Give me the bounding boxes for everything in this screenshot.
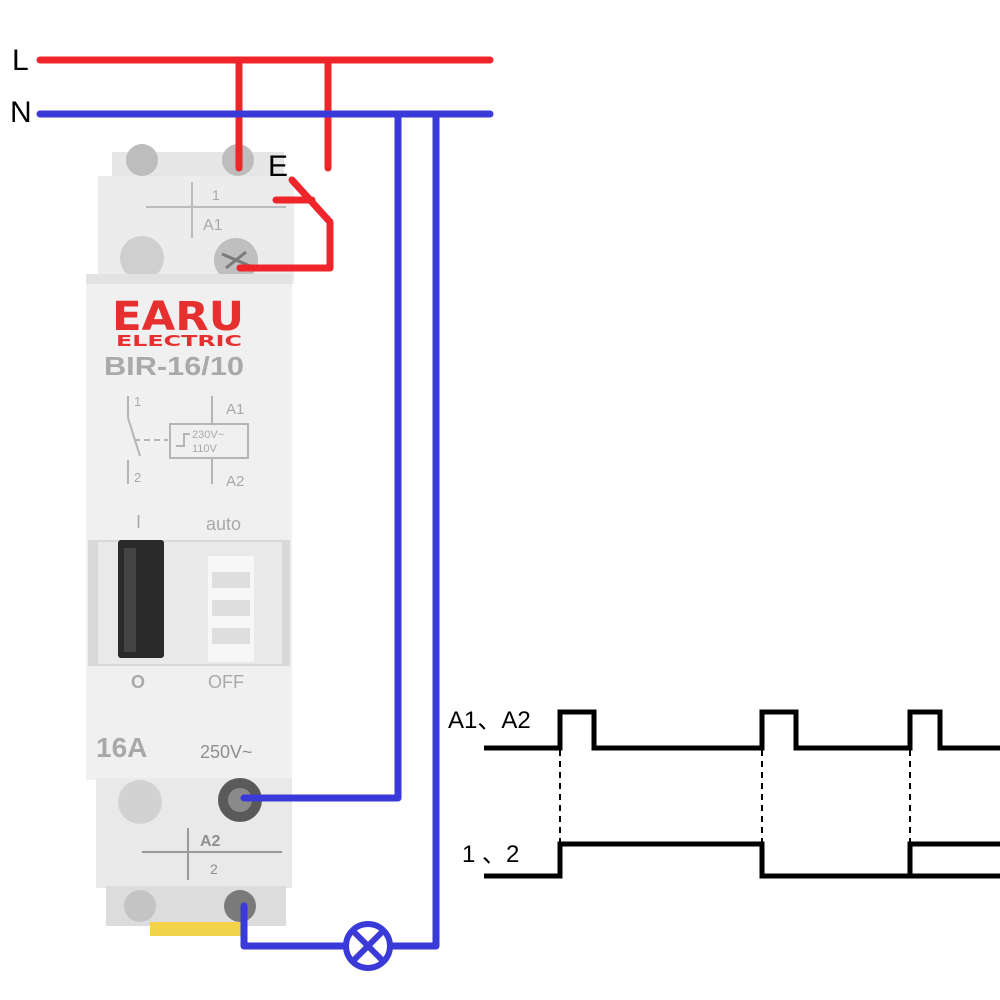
relay-front-panel bbox=[86, 274, 292, 780]
impulse-relay-device: 1 A1 EARU ELECTRIC BIR-16/10 1 2 A1 A2 2… bbox=[86, 144, 294, 936]
line-label: L bbox=[12, 44, 29, 77]
contact-label-2: 2 bbox=[134, 470, 141, 485]
brand-logo: EARU bbox=[112, 294, 244, 340]
bottom-terminal-label-2: 2 bbox=[210, 861, 218, 877]
top-terminal-hole bbox=[126, 144, 158, 176]
mode-label-on: I bbox=[136, 512, 141, 532]
terminal-screw-empty bbox=[120, 236, 164, 280]
input-pulse-waveform bbox=[484, 709, 1000, 751]
terminal-screw-empty bbox=[118, 780, 162, 824]
relay-schematic-symbol bbox=[127, 396, 249, 484]
coil-voltage-dc: 110V bbox=[192, 443, 218, 455]
voltage-rating: 250V~ bbox=[200, 742, 253, 762]
contact-label-1: 1 bbox=[134, 394, 141, 409]
pushbutton-label: E bbox=[268, 150, 288, 183]
neutral-label: N bbox=[10, 96, 32, 129]
mode-label-auto: auto bbox=[206, 514, 241, 534]
mode-label-off: OFF bbox=[208, 672, 244, 692]
brand-subtitle: ELECTRIC bbox=[116, 332, 242, 350]
timing-sync-markers bbox=[559, 750, 911, 842]
lamp-icon bbox=[343, 921, 393, 971]
timing-output-label: 1 、2 bbox=[462, 841, 519, 868]
neutral-wiring bbox=[36, 110, 494, 950]
terminal-2-to-lamp bbox=[240, 902, 350, 950]
top-terminal-label-a1: A1 bbox=[203, 217, 223, 234]
output-state-waveform bbox=[484, 841, 1000, 879]
mode-label-off-symbol: O bbox=[131, 672, 145, 692]
bottom-terminal-label-a2: A2 bbox=[200, 833, 221, 850]
timing-input-label: A1、A2 bbox=[448, 707, 531, 734]
top-terminal-label-1: 1 bbox=[212, 187, 220, 203]
bottom-terminal-hole bbox=[224, 890, 256, 922]
neutral-to-lamp bbox=[386, 110, 440, 950]
model-number: BIR-16/10 bbox=[104, 351, 244, 381]
bottom-terminal-hole bbox=[124, 890, 156, 922]
neutral-to-a2 bbox=[240, 110, 402, 802]
coil-label-a1: A1 bbox=[226, 401, 244, 418]
timing-diagram: A1、A2 1 、2 bbox=[448, 707, 1000, 879]
coil-label-a2: A2 bbox=[226, 473, 244, 490]
coil-voltage-ac: 230V~ bbox=[192, 429, 224, 441]
current-rating: 16A bbox=[96, 732, 147, 763]
din-clip bbox=[150, 922, 244, 936]
